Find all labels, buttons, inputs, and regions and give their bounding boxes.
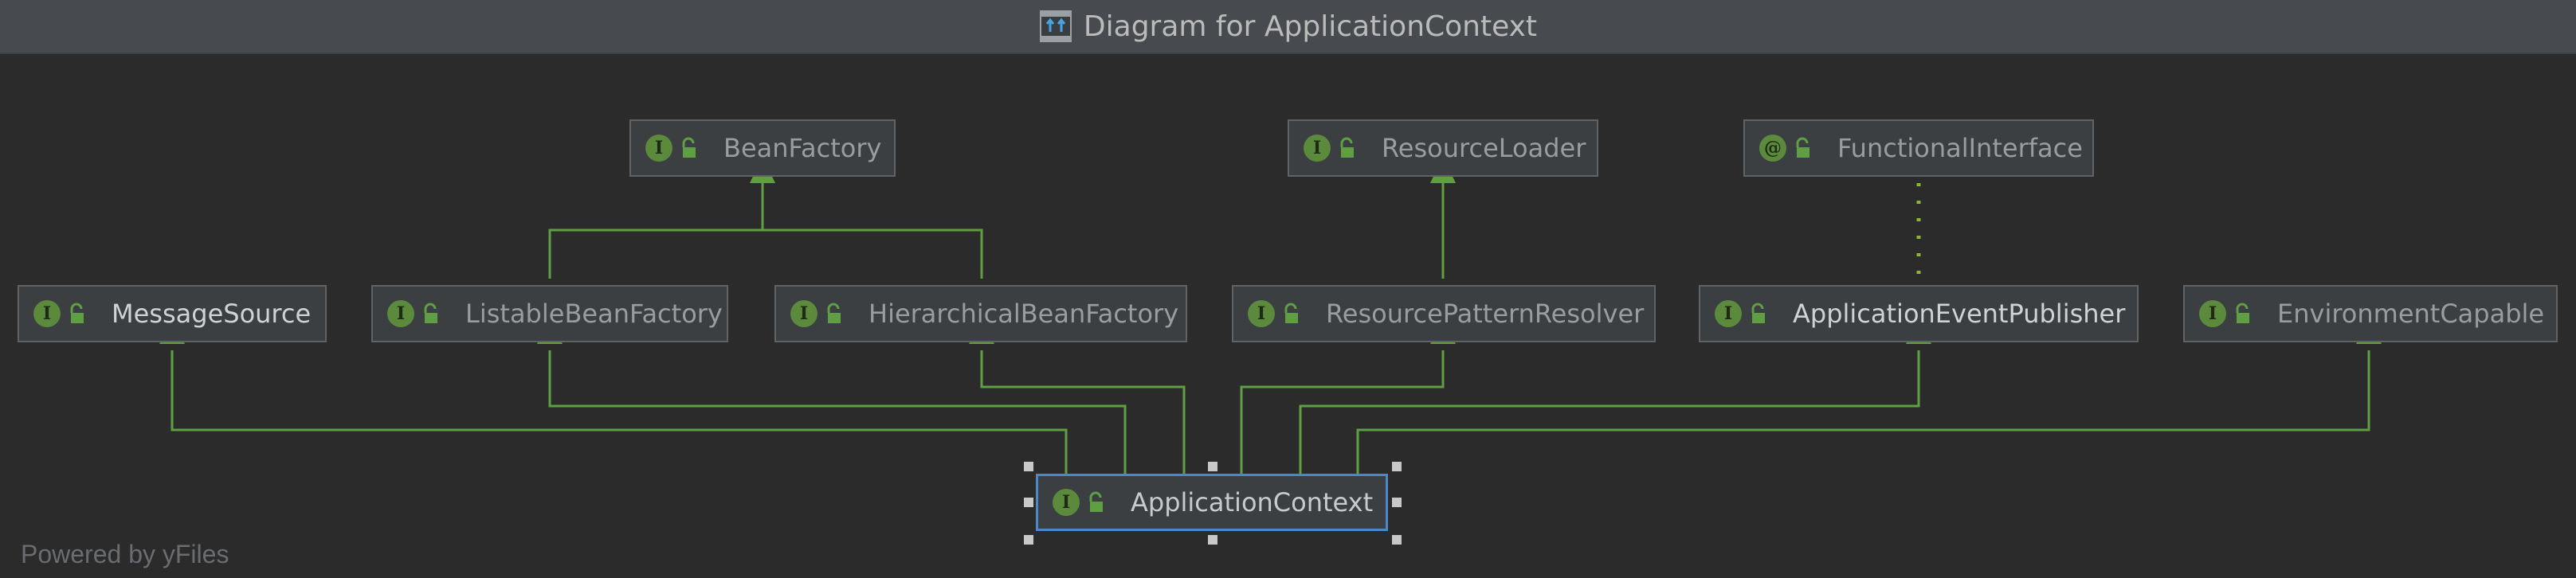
node-label: ResourceLoader: [1382, 133, 1586, 163]
node-beanfactory[interactable]: I BeanFactory: [629, 119, 896, 177]
unlock-icon: [424, 303, 437, 323]
interface-icon: I: [1053, 489, 1080, 516]
unlock-icon: [1751, 303, 1765, 323]
node-label: BeanFactory: [723, 133, 882, 163]
interface-icon: I: [1304, 135, 1331, 162]
resize-handle-w[interactable]: [1024, 498, 1033, 507]
unlock-icon: [682, 137, 696, 158]
unlock-icon: [827, 303, 841, 323]
unlock-icon: [1340, 137, 1354, 158]
interface-icon: I: [33, 300, 61, 327]
edge-ctx-to-listable: [548, 350, 1127, 479]
resize-handle-se[interactable]: [1392, 535, 1402, 545]
annotation-icon: @: [1759, 135, 1786, 162]
node-applicationeventpublisher[interactable]: I ApplicationEventPublisher: [1699, 285, 2139, 342]
window-title: Diagram for ApplicationContext: [1083, 10, 1538, 43]
interface-icon: I: [645, 135, 672, 162]
interface-icon: I: [1248, 300, 1275, 327]
node-functionalinterface[interactable]: @ FunctionalInterface: [1743, 119, 2094, 177]
node-label: FunctionalInterface: [1837, 133, 2083, 163]
edge-ctx-to-environment: [1356, 350, 2370, 479]
node-messagesource[interactable]: I MessageSource: [18, 285, 327, 342]
interface-icon: I: [1715, 300, 1742, 327]
node-environmentcapable[interactable]: I EnvironmentCapable: [2183, 285, 2558, 342]
unlock-icon: [1284, 303, 1298, 323]
interface-icon: I: [387, 300, 414, 327]
resize-handle-s[interactable]: [1208, 535, 1217, 545]
node-label: ListableBeanFactory: [465, 299, 723, 329]
resize-handle-e[interactable]: [1392, 498, 1402, 507]
unlock-icon: [2236, 303, 2249, 323]
node-label: MessageSource: [112, 299, 312, 329]
edge-ctx-to-publisher: [1299, 350, 1920, 479]
edge-ctx-to-resolver: [1240, 350, 1445, 479]
unlock-icon: [1089, 491, 1103, 512]
edge-listable-to-beanfactory: [548, 183, 764, 279]
node-resourcepatternresolver[interactable]: I ResourcePatternResolver: [1232, 285, 1656, 342]
node-resourceloader[interactable]: I ResourceLoader: [1288, 119, 1598, 177]
node-label: ResourcePatternResolver: [1326, 299, 1645, 329]
node-applicationcontext[interactable]: I ApplicationContext: [1036, 474, 1388, 531]
unlock-icon: [1796, 137, 1809, 158]
edge-ctx-to-hierarchical: [980, 350, 1186, 479]
interface-icon: I: [2199, 300, 2226, 327]
node-label: ApplicationContext: [1131, 487, 1374, 517]
unlock-icon: [70, 303, 84, 323]
diagram-icon: [1039, 10, 1072, 42]
interface-icon: I: [790, 300, 817, 327]
powered-by-label: Powered by yFiles: [21, 540, 229, 568]
node-label: HierarchicalBeanFactory: [868, 299, 1179, 329]
resize-handle-n[interactable]: [1208, 462, 1217, 471]
resize-handle-sw[interactable]: [1024, 535, 1033, 545]
edge-hierarchical-to-beanfactory: [763, 228, 983, 279]
edge-ctx-to-messagesource: [171, 350, 1068, 479]
window-titlebar: Diagram for ApplicationContext: [0, 0, 2576, 54]
diagram-canvas[interactable]: I BeanFactory I ResourceLoader @ Functio…: [0, 54, 2576, 578]
node-label: ApplicationEventPublisher: [1793, 299, 2126, 329]
node-hierarchicalbeanfactory[interactable]: I HierarchicalBeanFactory: [774, 285, 1187, 342]
resize-handle-nw[interactable]: [1024, 462, 1033, 471]
resize-handle-ne[interactable]: [1392, 462, 1402, 471]
node-label: EnvironmentCapable: [2277, 299, 2545, 329]
node-listablebeanfactory[interactable]: I ListableBeanFactory: [371, 285, 728, 342]
